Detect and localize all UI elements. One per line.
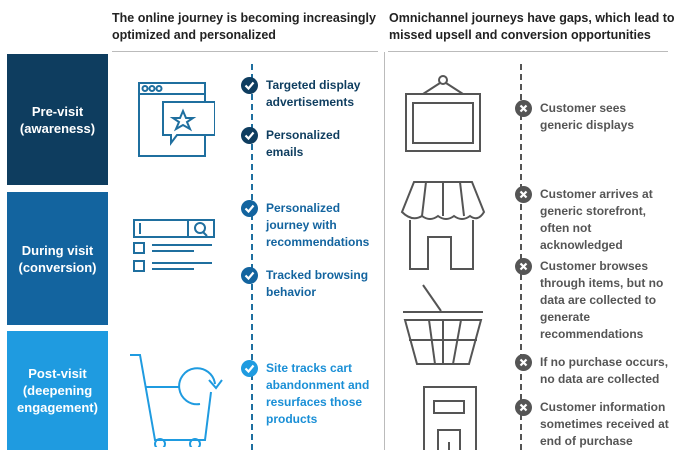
check-circle-icon xyxy=(241,360,258,377)
omni-item: If no purchase occurs, no data are colle… xyxy=(515,354,680,388)
omni-timeline xyxy=(520,64,522,450)
x-circle-icon xyxy=(515,100,532,117)
item-text: If no purchase occurs, no data are colle… xyxy=(540,355,669,386)
online-item: Targeted display advertisements xyxy=(241,77,376,111)
item-text: Personalized journey with recommendation… xyxy=(266,201,370,249)
stage-subtitle: (deepening engagement) xyxy=(17,383,98,415)
stage-title: During visit xyxy=(21,242,94,258)
omni-item: Customer browses through items, but no d… xyxy=(515,258,675,343)
x-circle-icon xyxy=(515,354,532,371)
cart-refresh-icon xyxy=(130,354,223,447)
stage-subtitle: (awareness) xyxy=(19,120,96,136)
x-circle-icon xyxy=(515,399,532,416)
online-item: Tracked browsing behavior xyxy=(241,267,381,301)
omni-item: Customer sees generic displays xyxy=(515,100,650,134)
item-text: Customer sees generic displays xyxy=(540,101,635,132)
header-divider-left xyxy=(112,51,378,52)
omni-item: Customer arrives at generic storefront, … xyxy=(515,186,665,254)
item-text: Customer browses through items, but no d… xyxy=(540,259,664,341)
item-text: Targeted display advertisements xyxy=(266,78,361,109)
x-circle-icon xyxy=(515,258,532,275)
check-circle-icon xyxy=(241,77,258,94)
browser-ad-icon xyxy=(138,82,215,157)
stage-title: Pre-visit xyxy=(31,103,84,119)
item-text: Personalized emails xyxy=(266,128,341,159)
display-frame-icon xyxy=(405,75,481,152)
omnichannel-header: Omnichannel journeys have gaps, which le… xyxy=(389,11,675,42)
online-item: Personalized journey with recommendation… xyxy=(241,200,384,251)
stage-pre-visit: Pre-visit(awareness) xyxy=(7,54,108,185)
card-terminal-icon xyxy=(423,386,477,450)
stage-title: Post-visit xyxy=(28,366,87,381)
stage-subtitle: (conversion) xyxy=(18,259,97,275)
x-circle-icon xyxy=(515,186,532,203)
shopping-basket-icon xyxy=(403,284,483,365)
item-text: Customer information sometimes received … xyxy=(540,400,669,448)
online-item: Personalized emails xyxy=(241,127,356,161)
column-divider xyxy=(384,52,385,450)
search-list-icon xyxy=(133,219,215,272)
stage-post-visit: Post-visit (deepening engagement) xyxy=(7,331,108,450)
online-item: Site tracks cart abandonment and resurfa… xyxy=(241,360,381,428)
item-text: Site tracks cart abandonment and resurfa… xyxy=(266,361,370,426)
check-circle-icon xyxy=(241,200,258,217)
storefront-icon xyxy=(400,181,486,270)
omni-item: Customer information sometimes received … xyxy=(515,399,680,450)
header-divider-right xyxy=(388,51,668,52)
item-text: Tracked browsing behavior xyxy=(266,268,369,299)
online-header: The online journey is becoming increasin… xyxy=(112,11,376,42)
online-timeline xyxy=(251,64,253,450)
item-text: Customer arrives at generic storefront, … xyxy=(540,187,653,252)
stage-during-visit: During visit(conversion) xyxy=(7,192,108,325)
check-circle-icon xyxy=(241,127,258,144)
check-circle-icon xyxy=(241,267,258,284)
